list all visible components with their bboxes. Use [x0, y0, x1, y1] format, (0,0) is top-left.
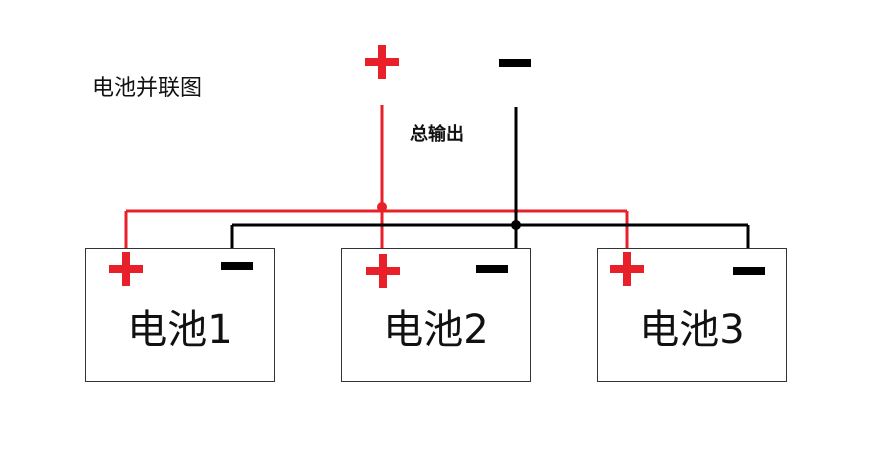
- total-output-label: 总输出: [410, 124, 464, 145]
- battery-3-minus-icon: [733, 267, 765, 275]
- battery-2-label: 电池2: [383, 307, 489, 353]
- battery-2-plus-icon: [366, 254, 400, 288]
- battery-3: 电池3: [597, 248, 787, 382]
- battery-3-plus-icon: [610, 252, 644, 286]
- output-minus-icon: [499, 59, 531, 67]
- battery-1-label: 电池1: [127, 307, 233, 353]
- battery-3-label: 电池3: [639, 307, 745, 353]
- positive-junction: [377, 202, 387, 212]
- output-plus-icon: [365, 45, 399, 79]
- negative-junction: [511, 220, 521, 230]
- battery-1-minus-icon: [221, 262, 253, 270]
- battery-1-plus-icon: [109, 252, 143, 286]
- diagram-title: 电池并联图: [92, 76, 203, 101]
- battery-2-minus-icon: [476, 265, 508, 273]
